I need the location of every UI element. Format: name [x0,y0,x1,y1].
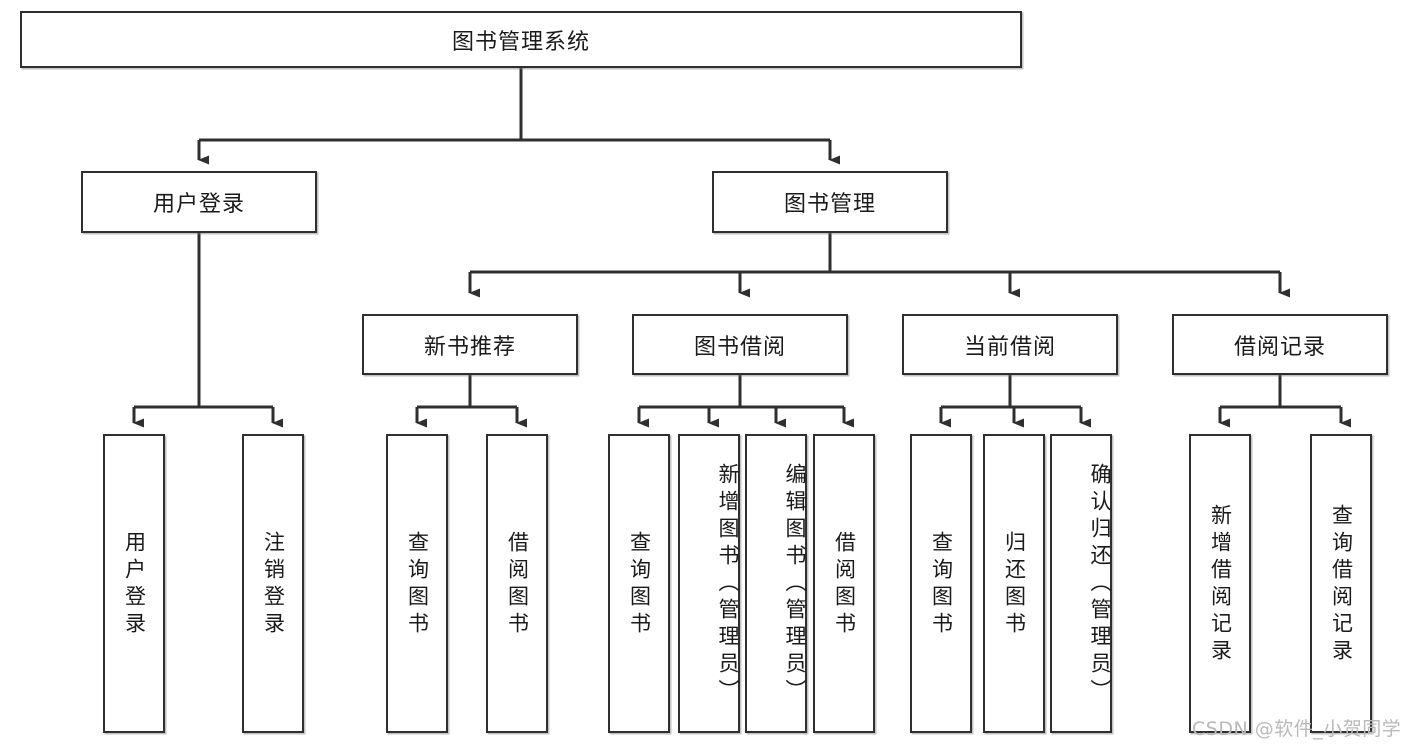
leaf-query-book-2[interactable]: 查询图书 [608,434,670,733]
leaf-logout-label: 注销登录 [261,530,286,639]
leaf-return-book-label: 归还图书 [1002,530,1027,639]
leaf-add-record[interactable]: 新增借阅记录 [1189,434,1251,733]
node-book-borrow[interactable]: 图书借阅 [632,314,848,375]
leaf-return-book[interactable]: 归还图书 [983,434,1045,733]
leaf-borrow-book-1-label: 借阅图书 [505,530,530,639]
leaf-query-record[interactable]: 查询借阅记录 [1310,434,1372,733]
leaf-confirm-return-label: 确认归还（管理员） [1088,463,1112,706]
node-borrow-record[interactable]: 借阅记录 [1172,314,1388,375]
csdn-watermark: CSDN @软件_小贺同学 [1192,718,1402,740]
leaf-confirm-return[interactable]: 确认归还（管理员） [1050,434,1112,733]
node-new-book-recommend-label: 新书推荐 [423,334,516,360]
leaf-user-login-label: 用户登录 [122,530,147,639]
node-current-borrow[interactable]: 当前借阅 [902,314,1118,375]
node-book-manage[interactable]: 图书管理 [712,171,948,233]
leaf-query-book-2-label: 查询图书 [627,530,652,639]
leaf-borrow-book-2-label: 借阅图书 [832,530,857,639]
leaf-edit-book-label: 编辑图书（管理员） [783,463,807,706]
leaf-query-book-3-label: 查询图书 [929,530,954,639]
node-user-login-label: 用户登录 [152,192,245,217]
leaf-edit-book[interactable]: 编辑图书（管理员） [745,434,807,733]
leaf-query-book-1-label: 查询图书 [405,530,430,639]
leaf-add-book[interactable]: 新增图书（管理员） [678,434,740,733]
leaf-add-record-label: 新增借阅记录 [1208,503,1233,666]
leaf-borrow-book-1[interactable]: 借阅图书 [486,434,548,733]
node-root[interactable]: 图书管理系统 [20,11,1022,68]
node-borrow-record-label: 借阅记录 [1233,334,1326,360]
node-new-book-recommend[interactable]: 新书推荐 [362,314,578,375]
node-book-manage-label: 图书管理 [783,192,876,217]
leaf-query-book-1[interactable]: 查询图书 [386,434,448,733]
node-book-borrow-label: 图书借阅 [693,334,786,360]
leaf-query-book-3[interactable]: 查询图书 [910,434,972,733]
node-current-borrow-label: 当前借阅 [963,334,1056,360]
node-root-label: 图书管理系统 [451,29,590,55]
leaf-borrow-book-2[interactable]: 借阅图书 [813,434,875,733]
leaf-query-record-label: 查询借阅记录 [1329,503,1354,666]
leaf-user-login[interactable]: 用户登录 [103,434,165,733]
leaf-add-book-label: 新增图书（管理员） [716,463,740,706]
leaf-logout[interactable]: 注销登录 [242,434,304,733]
node-user-login[interactable]: 用户登录 [81,171,317,233]
